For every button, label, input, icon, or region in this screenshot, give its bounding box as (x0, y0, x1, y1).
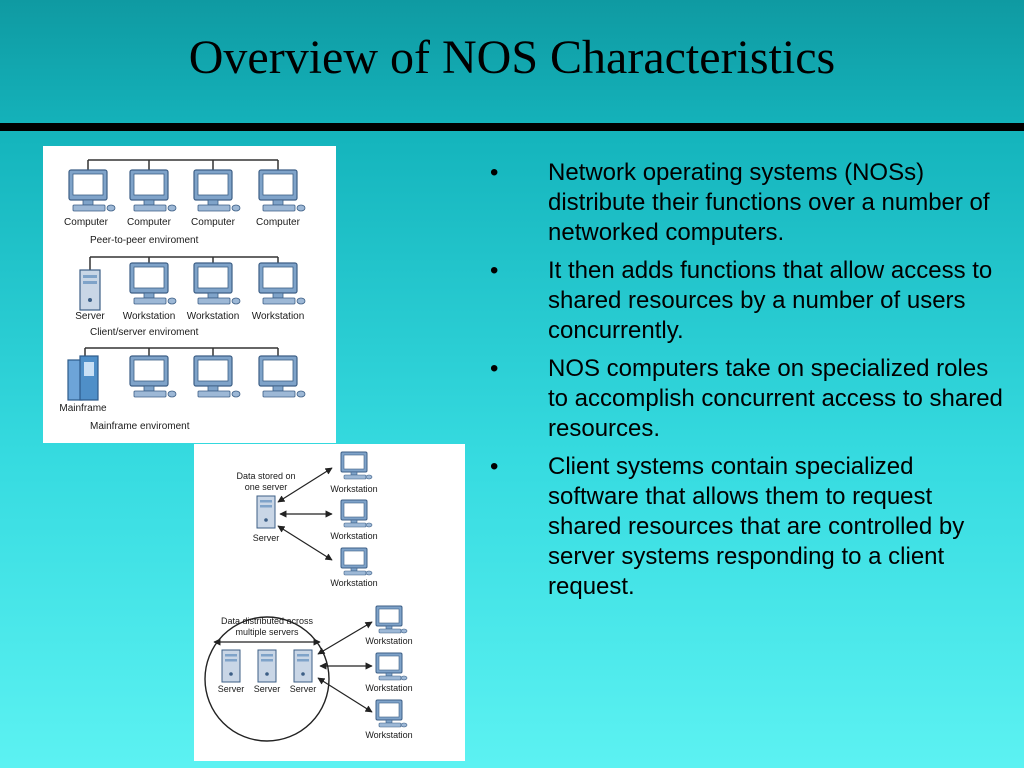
bullet-item: • NOS computers take on specialized role… (480, 354, 1010, 444)
node-label: Workstation (365, 636, 412, 646)
node-label: Workstation (330, 531, 377, 541)
computer-monitor-icon (340, 499, 373, 528)
environment-caption: Client/server enviroment (90, 327, 199, 338)
node-label: Workstation (187, 311, 240, 322)
data-storage-figure: Data stored on one server Server Worksta… (194, 444, 465, 761)
bullet-marker: • (490, 453, 499, 480)
node-label: Computer (64, 217, 109, 228)
mainframe-diagram: Mainframe Mainframe enviroment (59, 347, 306, 432)
node-label: Server (75, 311, 105, 322)
server-tower-icon (293, 649, 313, 683)
bullet-text: NOS computers take on specialized roles … (548, 355, 1003, 442)
computer-monitor-icon (193, 355, 241, 398)
title-divider (0, 123, 1024, 131)
computer-monitor-icon (375, 652, 408, 681)
node-label: Workstation (330, 484, 377, 494)
node-label: Workstation (252, 311, 305, 322)
node-label: Computer (127, 217, 172, 228)
node-label: Workstation (123, 311, 176, 322)
computer-monitor-icon (129, 355, 177, 398)
bullet-text: Client systems contain specialized softw… (548, 453, 965, 600)
storage-caption: Data stored on (236, 471, 295, 481)
node-label: Computer (256, 217, 301, 228)
node-label: Mainframe (59, 403, 107, 414)
storage-caption: Data distributed across (221, 616, 314, 626)
server-tower-icon (79, 269, 101, 311)
node-label: Workstation (365, 730, 412, 740)
node-label: Server (254, 684, 281, 694)
bullet-item: • Network operating systems (NOSs) distr… (480, 158, 1010, 248)
bullet-text: Network operating systems (NOSs) distrib… (548, 159, 990, 246)
client-server-diagram: Server Workstation Workstation Workstati… (75, 256, 306, 338)
bullet-text: It then adds functions that allow access… (548, 257, 993, 344)
storage-caption: one server (245, 482, 288, 492)
environment-caption: Peer-to-peer enviroment (90, 235, 199, 246)
computer-monitor-icon (193, 169, 241, 212)
node-label: Server (218, 684, 245, 694)
computer-monitor-icon (258, 169, 306, 212)
storage-caption: multiple servers (235, 627, 299, 637)
node-label: Workstation (330, 578, 377, 588)
bullet-marker: • (490, 159, 499, 186)
bullet-marker: • (490, 355, 499, 382)
server-tower-icon (257, 649, 277, 683)
computer-monitor-icon (193, 262, 241, 305)
node-label: Workstation (365, 683, 412, 693)
server-tower-icon (256, 495, 276, 529)
node-label: Server (290, 684, 317, 694)
single-server-diagram: Data stored on one server Server Worksta… (236, 451, 378, 588)
computer-monitor-icon (340, 547, 373, 576)
computer-monitor-icon (129, 169, 177, 212)
computer-monitor-icon (68, 169, 116, 212)
environment-caption: Mainframe enviroment (90, 421, 190, 432)
computer-monitor-icon (375, 605, 408, 634)
bullet-list: • Network operating systems (NOSs) distr… (480, 158, 1010, 610)
computer-monitor-icon (129, 262, 177, 305)
computer-monitor-icon (340, 451, 373, 480)
bullet-marker: • (490, 257, 499, 284)
slide-title: Overview of NOS Characteristics (188, 31, 836, 84)
computer-monitor-icon (258, 355, 306, 398)
computer-monitor-icon (375, 699, 408, 728)
bullet-item: • Client systems contain specialized sof… (480, 452, 1010, 602)
node-label: Server (253, 533, 280, 543)
computer-monitor-icon (258, 262, 306, 305)
bullet-item: • It then adds functions that allow acce… (480, 256, 1010, 346)
mainframe-icon (67, 355, 99, 401)
distributed-servers-diagram: Data distributed across multiple servers… (204, 605, 413, 742)
node-label: Computer (191, 217, 236, 228)
server-tower-icon (221, 649, 241, 683)
peer-to-peer-diagram: Computer Computer Computer Computer Peer… (64, 159, 306, 246)
network-environments-figure: Computer Computer Computer Computer Peer… (43, 146, 336, 443)
